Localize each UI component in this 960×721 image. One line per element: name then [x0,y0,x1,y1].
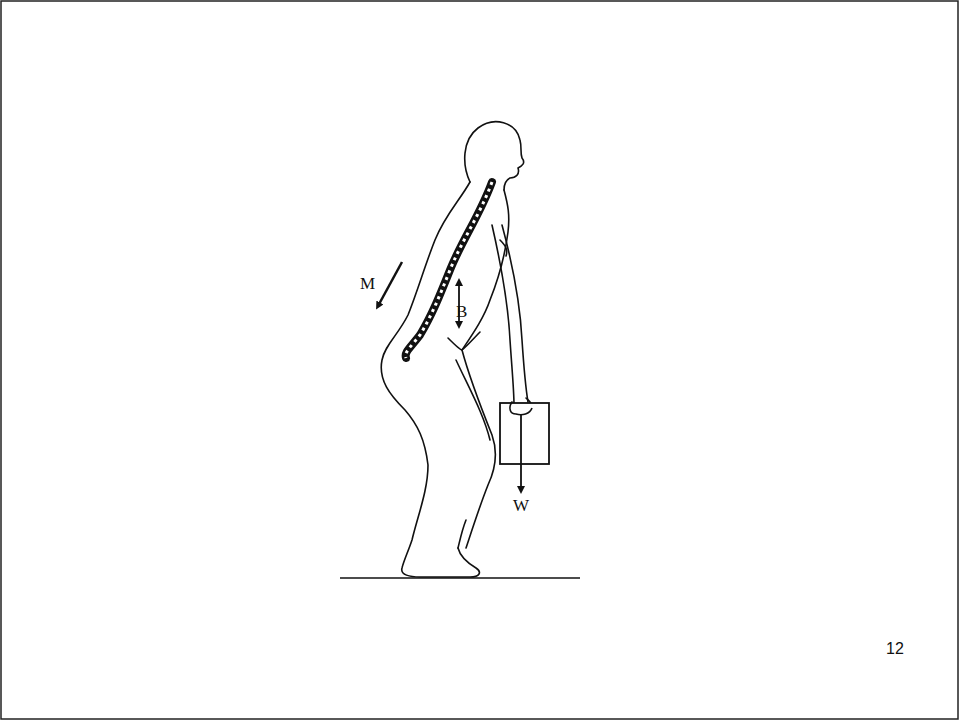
person-figure [381,122,532,577]
muscle-force-arrow [378,262,402,306]
force-label: M [360,275,375,292]
weight-arrow [520,415,522,490]
page-number: 12 [886,641,904,657]
vertebrae [406,182,492,358]
spine [406,182,492,358]
force-label: W [513,497,529,514]
load-box [500,403,549,464]
hand-overlay [510,402,532,415]
ground-line [340,577,580,579]
force-label: B [456,303,467,320]
